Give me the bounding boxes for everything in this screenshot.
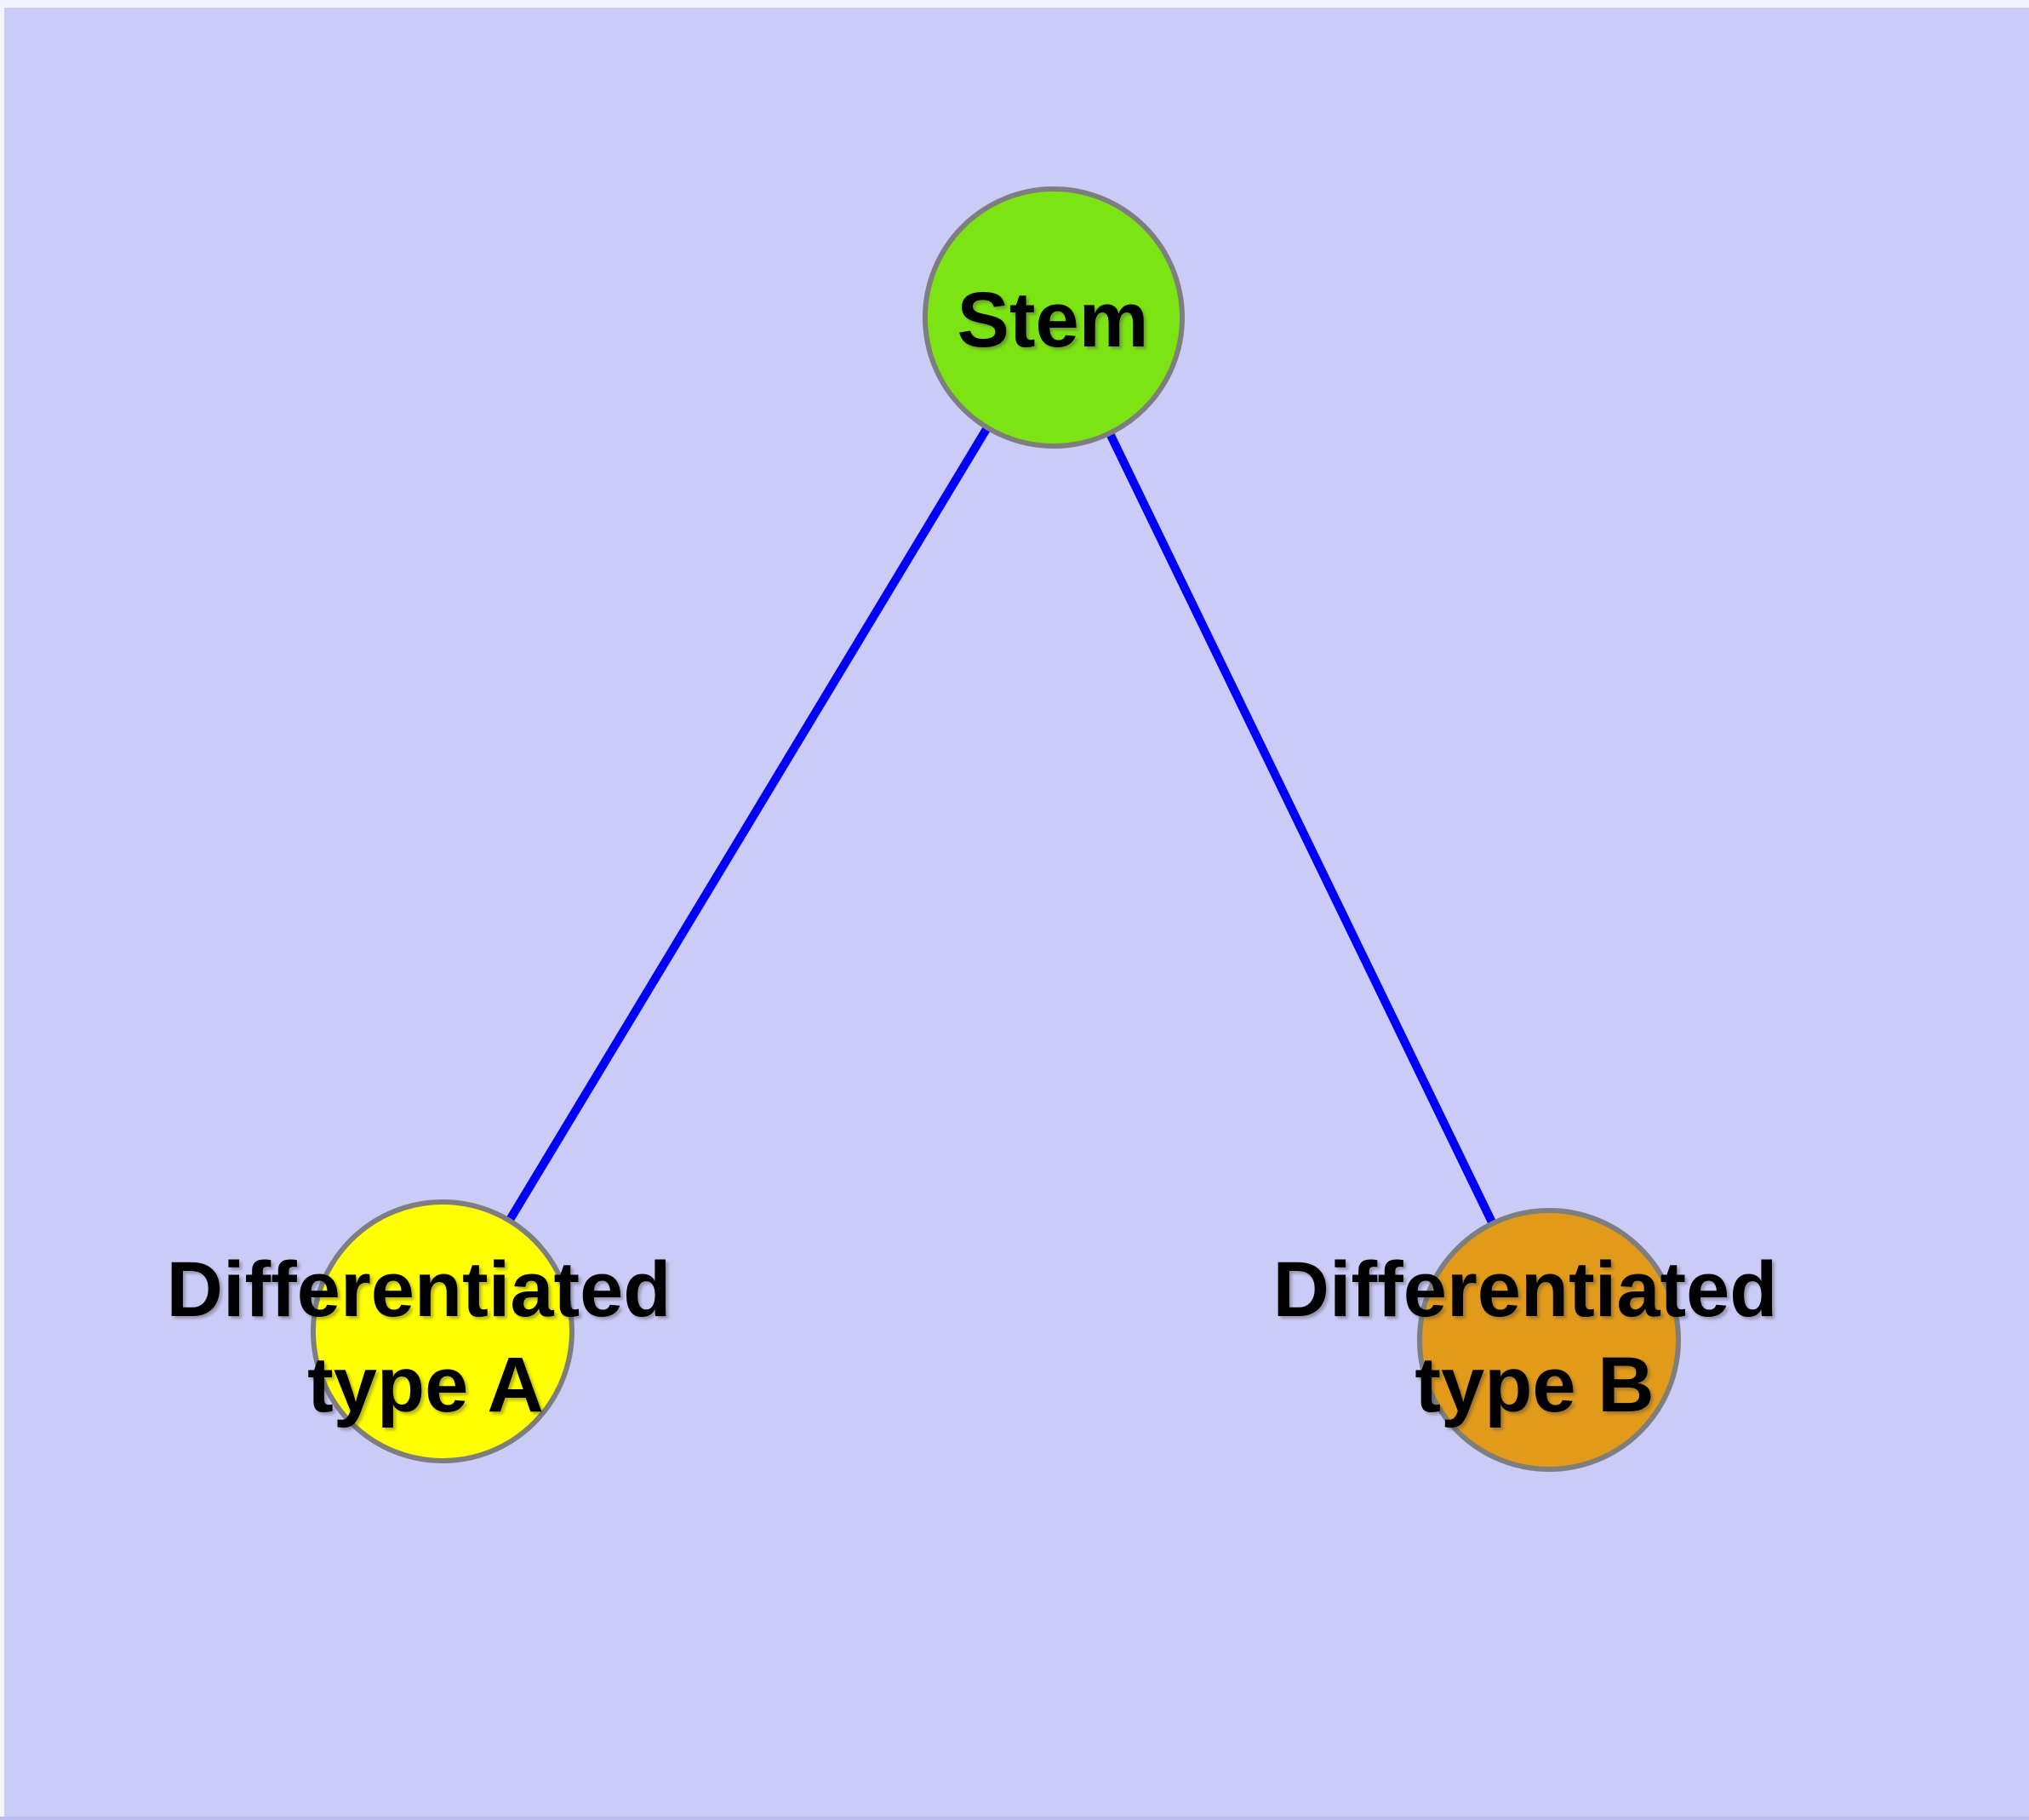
- node-differentiated-type-a: [311, 1199, 574, 1463]
- node-stem-label: Stem: [957, 277, 1149, 363]
- bottom-edge-strip: [0, 1817, 2029, 1820]
- edge-stem-to-type-b: [1049, 315, 1553, 1342]
- node-type-a-label-line2: type A: [307, 1342, 544, 1428]
- node-group: [311, 186, 1681, 1472]
- node-type-b-label-line2: type B: [1415, 1342, 1654, 1428]
- edge-stem-to-type-a: [438, 315, 1058, 1334]
- node-type-b-label-line1: Differentiated: [1273, 1246, 1778, 1333]
- node-type-a-label-line1: Differentiated: [167, 1246, 672, 1333]
- left-margin-strip: [0, 0, 4, 1820]
- top-margin-strip: [0, 0, 2029, 8]
- label-group: Stem Differentiated type A Differentiate…: [167, 277, 1778, 1428]
- node-stem: [923, 186, 1185, 449]
- node-differentiated-type-b: [1417, 1208, 1681, 1472]
- edge-group: [438, 315, 1553, 1342]
